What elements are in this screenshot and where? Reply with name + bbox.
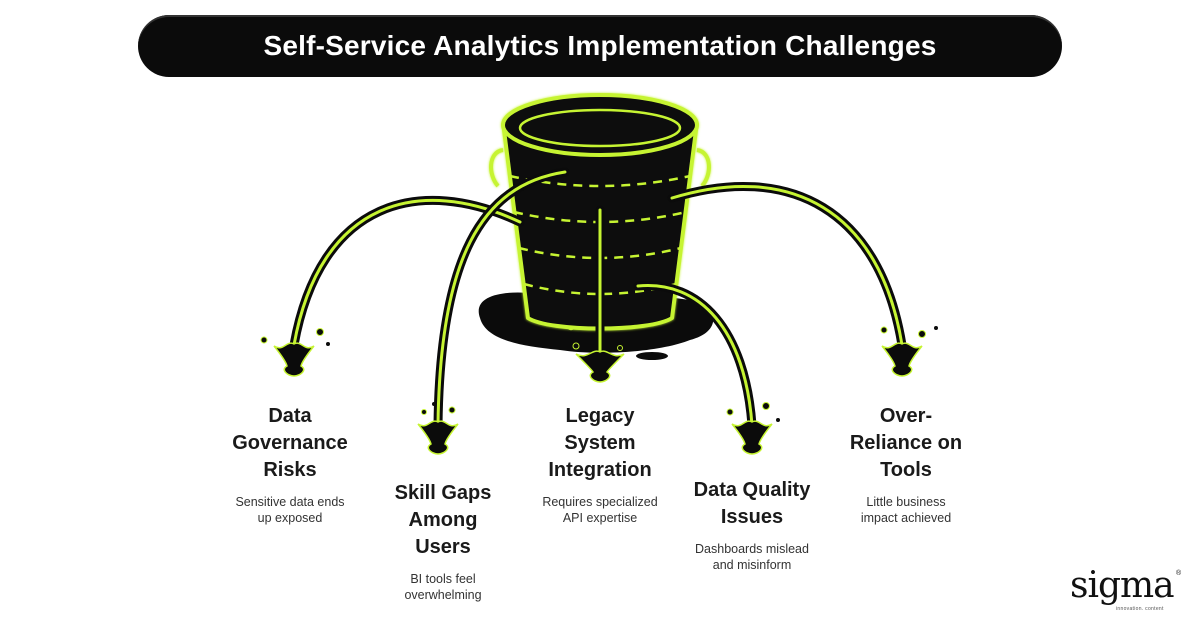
stream-skill-gaps xyxy=(433,167,570,430)
challenge-over-reliance: Over- Reliance on Tools Little business … xyxy=(826,403,986,526)
splash-icon xyxy=(880,326,938,377)
bucket-handle-right xyxy=(696,148,711,188)
title-banner: Self-Service Analytics Implementation Ch… xyxy=(138,15,1062,77)
splash-icon xyxy=(572,342,625,383)
splash-icon xyxy=(726,402,780,455)
challenge-description: Dashboards mislead and misinform xyxy=(695,542,809,572)
splash-icons xyxy=(260,326,938,455)
logo-trademark: ® xyxy=(1176,570,1182,577)
challenge-description: Little business impact achieved xyxy=(860,495,952,525)
logo-wordmark: sigma xyxy=(1070,565,1175,606)
stream-over-reliance xyxy=(667,182,907,350)
challenge-data-quality: Data Quality Issues Dashboards mislead a… xyxy=(672,477,832,573)
page-title: Self-Service Analytics Implementation Ch… xyxy=(263,30,937,61)
challenge-description: BI tools feel overwhelming xyxy=(404,572,482,602)
stream-data-quality xyxy=(633,281,757,430)
puddle-drop xyxy=(636,352,668,360)
logo-tagline: innovation. content xyxy=(1116,606,1164,612)
challenge-legacy-system: Legacy System Integration Requires speci… xyxy=(520,403,680,526)
challenge-heading: Data Governance Risks xyxy=(232,405,348,481)
splash-icon xyxy=(260,328,330,377)
bucket-rim xyxy=(501,93,699,157)
challenge-data-governance: Data Governance Risks Sensitive data end… xyxy=(210,403,370,526)
challenge-heading: Skill Gaps Among Users xyxy=(394,482,492,558)
bucket-handle-left xyxy=(489,148,504,188)
challenge-heading: Data Quality Issues xyxy=(693,479,811,528)
leak-streams xyxy=(289,167,907,430)
challenge-description: Sensitive data ends up exposed xyxy=(235,495,345,525)
bucket-rim-inner xyxy=(518,108,682,148)
challenge-heading: Legacy System Integration xyxy=(548,405,652,481)
splash-icon xyxy=(417,402,459,455)
challenge-skill-gaps: Skill Gaps Among Users BI tools feel ove… xyxy=(368,480,518,603)
challenge-description: Requires specialized API expertise xyxy=(542,495,658,525)
sigma-logo: sigma ® innovation. content xyxy=(1070,568,1182,614)
challenge-heading: Over- Reliance on Tools xyxy=(849,405,963,481)
stream-data-governance xyxy=(289,196,525,350)
